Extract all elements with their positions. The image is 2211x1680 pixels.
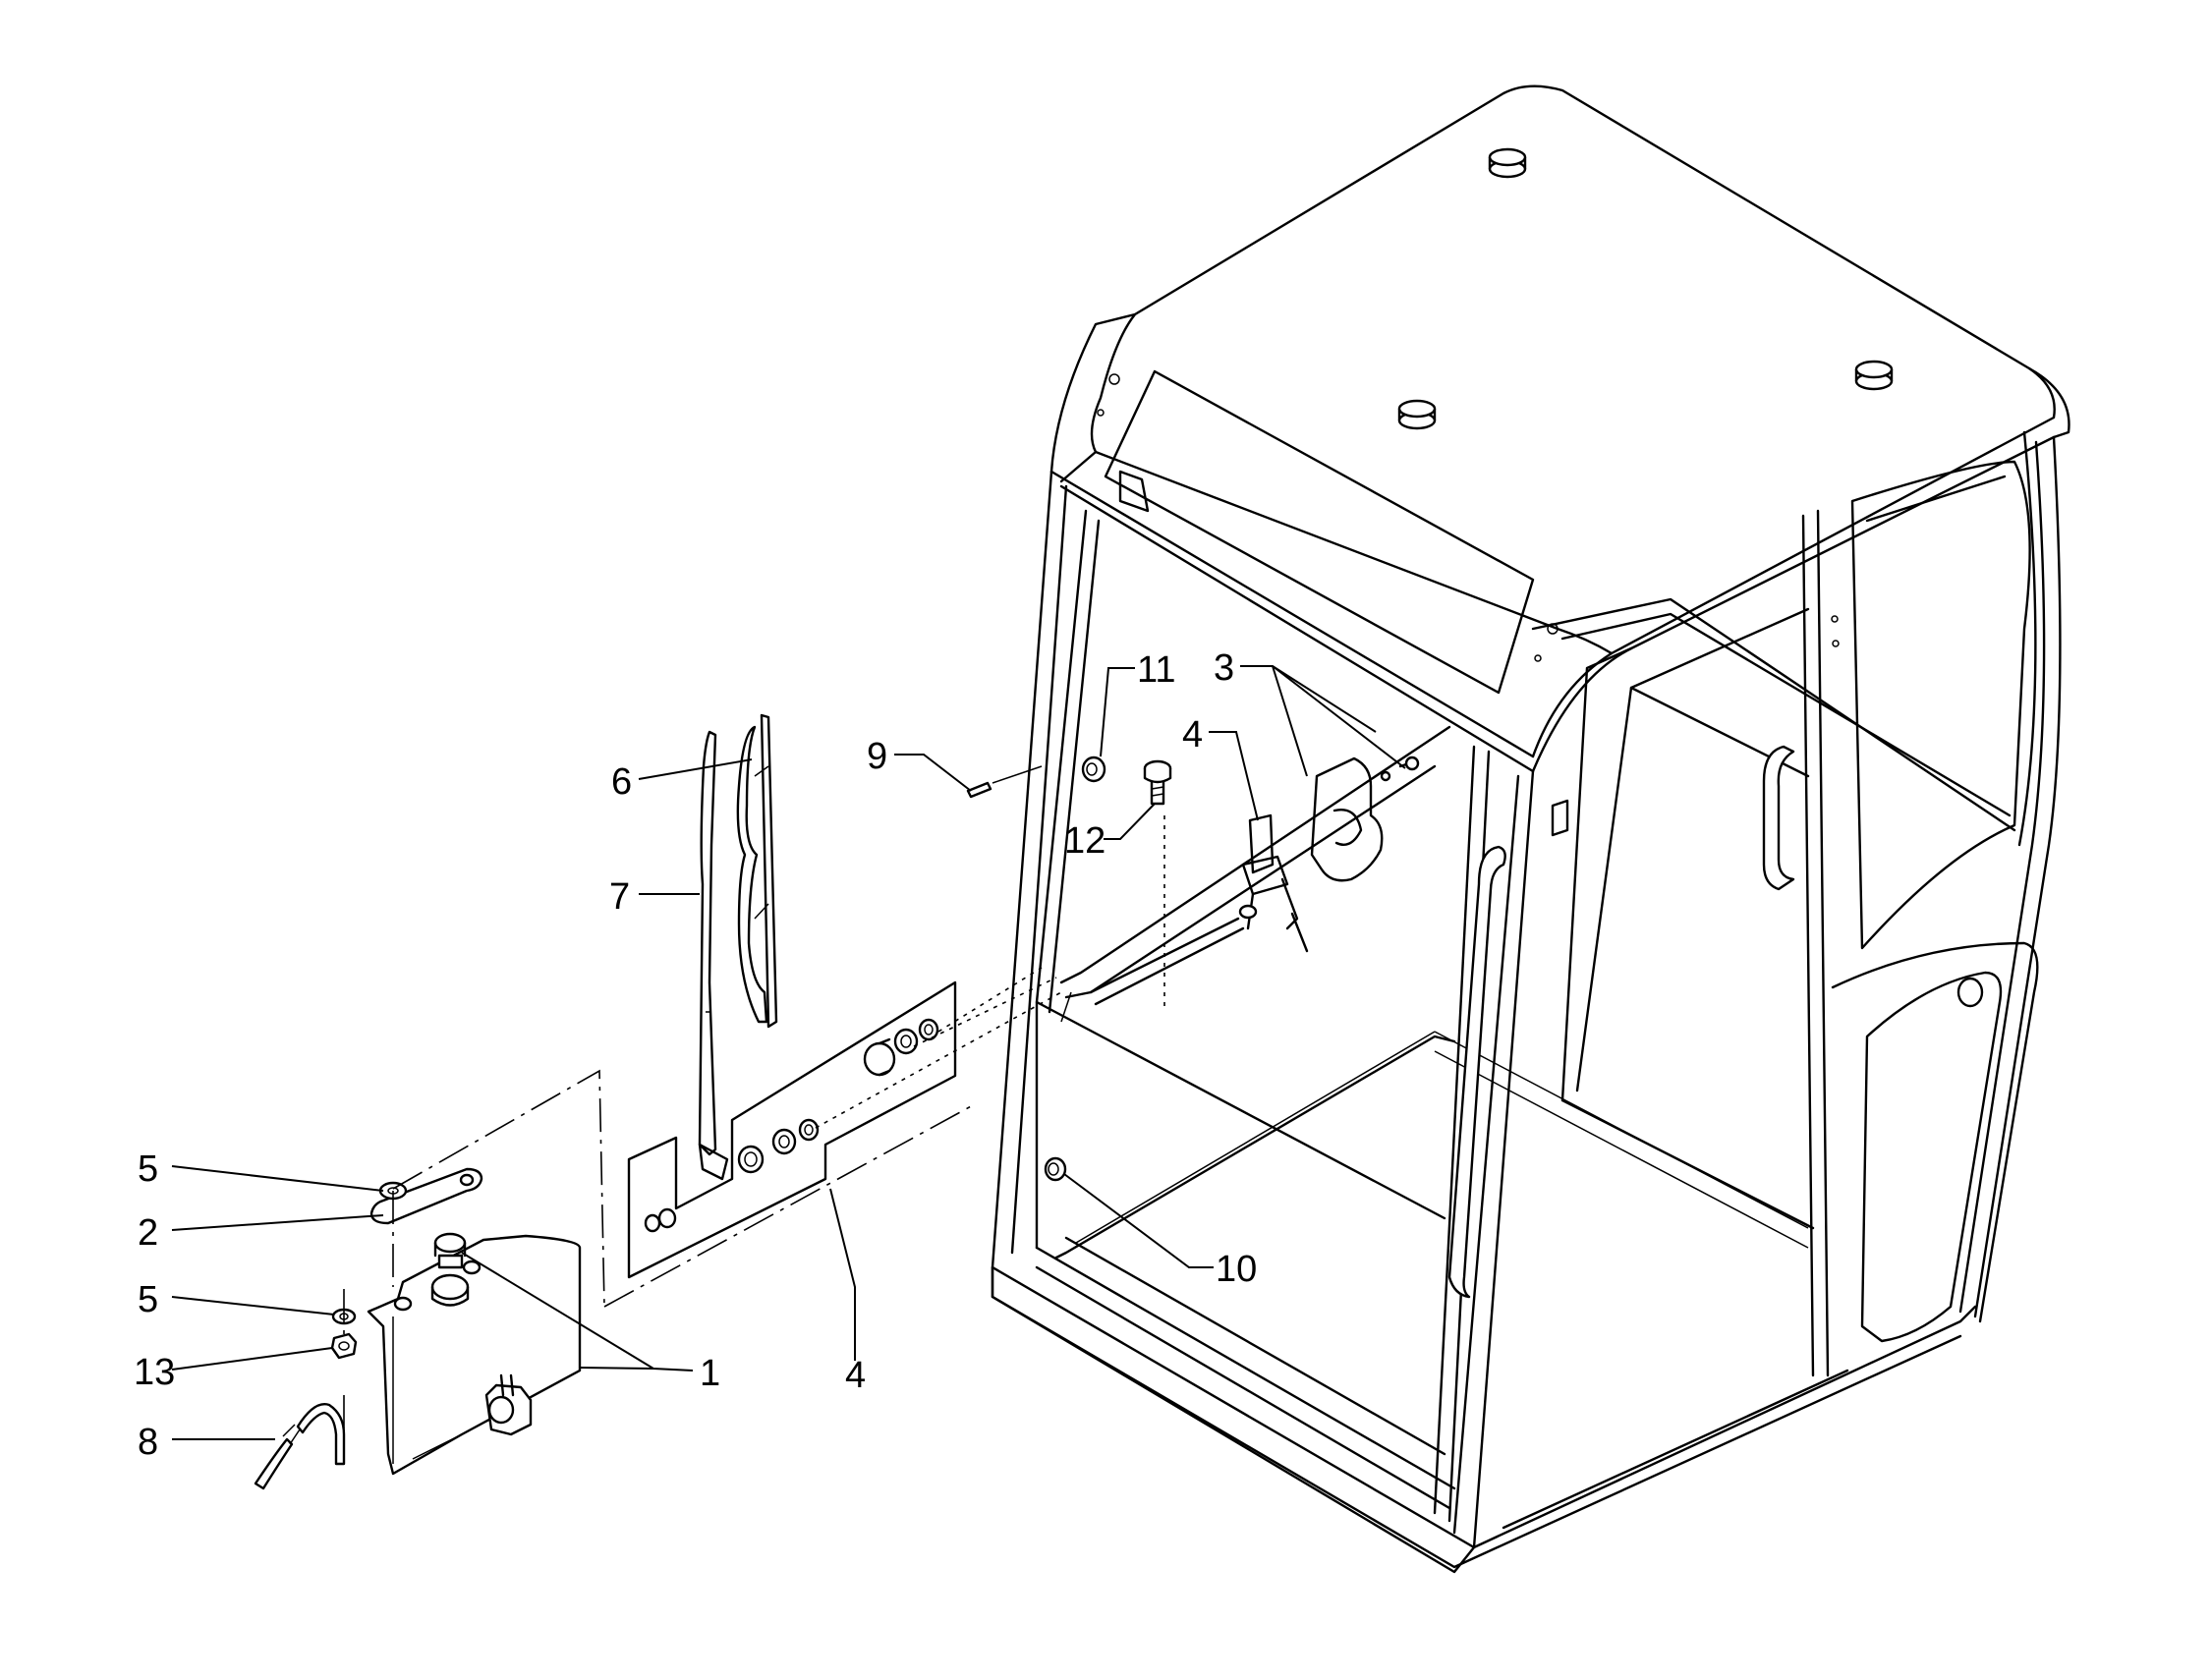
callout-2: 2 xyxy=(138,1212,158,1254)
callout-5-top: 5 xyxy=(138,1148,158,1190)
assembly-centerlines xyxy=(343,1069,974,1454)
callout-4-lower: 4 xyxy=(845,1355,866,1396)
part-1-washer-tank xyxy=(367,1232,582,1476)
callout-1: 1 xyxy=(700,1353,720,1394)
part-9-screw xyxy=(966,765,1043,799)
grab-handle-rear xyxy=(1762,745,1795,891)
roof-mount-boss xyxy=(1397,399,1437,430)
cab-door xyxy=(1831,941,2039,1323)
callout-7: 7 xyxy=(609,876,630,918)
callout-10: 10 xyxy=(1216,1249,1257,1290)
leader-lines xyxy=(171,665,1406,1440)
part-2-bracket xyxy=(369,1167,483,1225)
roof-mount-boss xyxy=(1488,147,1527,179)
part-10-grommet xyxy=(1044,1156,1067,1182)
front-upper-window xyxy=(1104,369,1535,695)
callout-11: 11 xyxy=(1137,649,1175,691)
door-lock-icon xyxy=(1956,977,1984,1008)
part-13-nut xyxy=(330,1332,358,1360)
part-11-grommet xyxy=(1081,756,1106,783)
part-8-hose xyxy=(254,1403,346,1490)
cab-roof xyxy=(1090,84,2056,655)
grab-handle-front xyxy=(1447,845,1506,1299)
callout-6: 6 xyxy=(611,761,632,803)
callout-12: 12 xyxy=(1064,820,1106,862)
cab-base-frame xyxy=(991,1265,1977,1549)
callout-labels: 1 2 3 4 4 5 5 6 7 8 9 10 11 12 13 xyxy=(134,647,1257,1463)
part-12-bolt xyxy=(1143,759,1172,1012)
wiper-motor-bracket xyxy=(1310,756,1384,882)
callout-3: 3 xyxy=(1214,647,1234,689)
callout-13: 13 xyxy=(134,1352,175,1393)
callout-8: 8 xyxy=(138,1422,158,1463)
part-4-wiper-kit-panel xyxy=(627,967,1062,1279)
wiper-motor xyxy=(1248,813,1275,874)
part-7-wiper-arm xyxy=(698,730,729,1181)
callout-5-lower: 5 xyxy=(138,1279,158,1320)
wiper-motor-assembly xyxy=(1059,725,1451,1023)
part-6-wiper-blade xyxy=(736,713,778,1029)
callout-9: 9 xyxy=(867,736,887,777)
callout-4-upper: 4 xyxy=(1182,714,1203,756)
operator-cab xyxy=(991,84,2070,1574)
roof-mount-boss xyxy=(1854,360,1894,391)
